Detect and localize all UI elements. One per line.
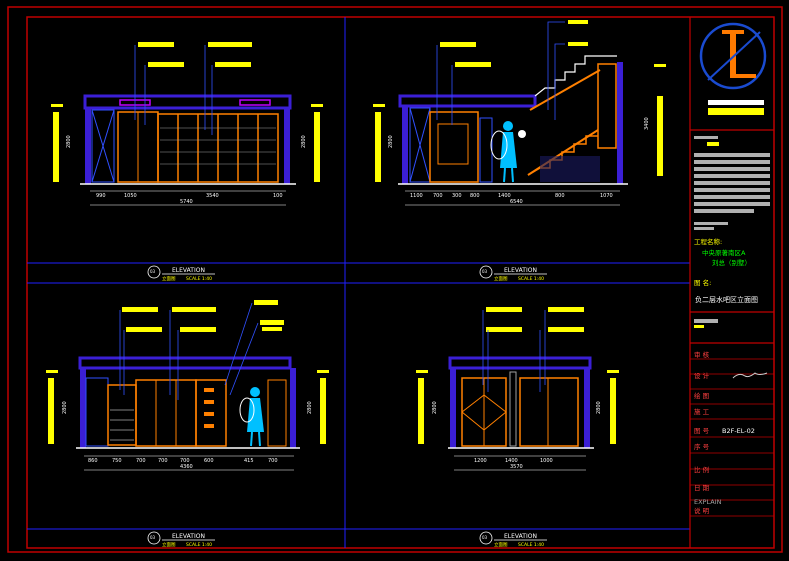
dim-total: 5740 xyxy=(180,199,193,205)
elevation-panel-3: 2800 2800 860 750 700 700 700 600 415 70… xyxy=(46,300,329,471)
elevation-panel-2: 2800 3400 1100 700 300 800 1400 800 1070… xyxy=(373,20,666,206)
human-figure xyxy=(490,121,517,183)
dim-value: 600 xyxy=(204,458,214,464)
dim-value: 100 xyxy=(273,193,283,199)
dim-value: 1000 xyxy=(540,458,553,464)
caption-scale: SCALE 1:40 xyxy=(518,276,544,282)
dim-value: 1400 xyxy=(505,458,518,464)
dim-value: 1100 xyxy=(410,193,423,199)
caption-panel-4: 03 ELEVATION 立面图 SCALE 1:40 xyxy=(479,531,547,548)
dim-total: 3570 xyxy=(510,464,523,470)
gray-note xyxy=(694,325,704,328)
height-dim-right: 2800 xyxy=(596,401,602,414)
project-label: 工程名称: xyxy=(694,237,722,246)
dim-value: 990 xyxy=(96,193,106,199)
height-dim-left: 2800 xyxy=(388,135,394,148)
caption-subtitle: 立面图 xyxy=(162,275,176,282)
construction-label: 施 工 xyxy=(694,407,710,416)
dim-value: 800 xyxy=(470,193,480,199)
height-dim-left: 2800 xyxy=(432,401,438,414)
caption-title: ELEVATION xyxy=(504,533,537,540)
dim-total: 6540 xyxy=(510,199,523,205)
height-dim-left: 2800 xyxy=(66,135,72,148)
caption-scale: SCALE 1:40 xyxy=(186,276,212,282)
caption-subtitle: 立面图 xyxy=(162,541,176,548)
caption-panel-2: 03 ELEVATION 立面图 SCALE 1:40 xyxy=(479,265,547,282)
caption-subtitle: 立面图 xyxy=(494,541,508,548)
dim-value: 300 xyxy=(452,193,462,199)
design-label: 设 计 xyxy=(694,371,710,380)
height-dim-right: 2800 xyxy=(307,401,313,414)
date-label: 日 期 xyxy=(694,484,710,492)
explain-en: EXPLAIN xyxy=(694,498,722,506)
dim-value: 800 xyxy=(555,193,565,199)
elevation-panel-4: 2800 2800 1200 1400 1000 3570 xyxy=(416,307,619,471)
review-label: 审 核 xyxy=(694,350,710,359)
staircase xyxy=(534,55,617,97)
explain-cn: 说 明 xyxy=(694,506,710,515)
caption-number: 03 xyxy=(482,269,488,274)
drawing-role-label: 绘 图 xyxy=(694,391,709,400)
drawing-no: B2F-EL-02 xyxy=(722,427,755,435)
company-logo xyxy=(699,22,767,115)
dim-value: 1050 xyxy=(124,193,137,199)
caption-scale: SCALE 1:40 xyxy=(518,542,544,548)
title-block-text: 工程名称: 中央原著南区A 刘总（别墅） 图 名: 负二层水吧区立面图 审 核 … xyxy=(694,237,758,515)
caption-panel-1: 03 ELEVATION 立面图 SCALE 1:40 xyxy=(147,265,215,282)
drawing-name: 负二层水吧区立面图 xyxy=(695,295,758,304)
title-block-frame xyxy=(689,17,774,548)
designer-signature xyxy=(732,372,768,379)
drawing-no-label: 图 号 xyxy=(694,427,710,435)
caption-number: 03 xyxy=(482,535,488,540)
human-figure xyxy=(239,387,264,447)
dim-value: 700 xyxy=(180,458,190,464)
drawing-label: 图 名: xyxy=(694,278,711,287)
caption-title: ELEVATION xyxy=(504,267,537,274)
project-line2: 刘总（别墅） xyxy=(712,258,751,267)
dim-value: 700 xyxy=(136,458,146,464)
height-dim-right: 3400 xyxy=(644,117,650,130)
dim-value: 700 xyxy=(158,458,168,464)
height-dim-right: 2800 xyxy=(301,135,307,148)
caption-title: ELEVATION xyxy=(172,267,205,274)
caption-number: 03 xyxy=(150,535,156,540)
dim-value: 860 xyxy=(88,458,98,464)
dim-value: 415 xyxy=(244,458,254,464)
dim-value: 1200 xyxy=(474,458,487,464)
dim-value: 3540 xyxy=(206,193,219,199)
dim-value: 1070 xyxy=(600,193,613,199)
caption-title: ELEVATION xyxy=(172,533,205,540)
viewport-grid xyxy=(27,17,690,548)
gray-note xyxy=(694,319,718,323)
caption-scale: SCALE 1:40 xyxy=(186,542,212,548)
title-block-rows xyxy=(690,358,774,517)
elevation-panel-1: 2800 2800 990 1050 3540 100 5740 xyxy=(51,42,323,206)
ratio-label: 比 例 xyxy=(694,465,709,474)
caption-number: 03 xyxy=(150,269,156,274)
dim-value: 750 xyxy=(112,458,122,464)
dim-value: 1400 xyxy=(498,193,511,199)
project-line1: 中央原著南区A xyxy=(702,248,746,257)
height-dim-left: 2800 xyxy=(62,401,68,414)
dim-total: 4360 xyxy=(180,464,193,470)
caption-panel-3: 03 ELEVATION 立面图 SCALE 1:40 xyxy=(147,531,215,548)
dim-value: 700 xyxy=(433,193,443,199)
dim-value: 700 xyxy=(268,458,278,464)
outer-border xyxy=(7,6,783,553)
company-info-block xyxy=(694,136,770,230)
caption-subtitle: 立面图 xyxy=(494,275,508,282)
seq-label: 序 号 xyxy=(694,442,710,451)
